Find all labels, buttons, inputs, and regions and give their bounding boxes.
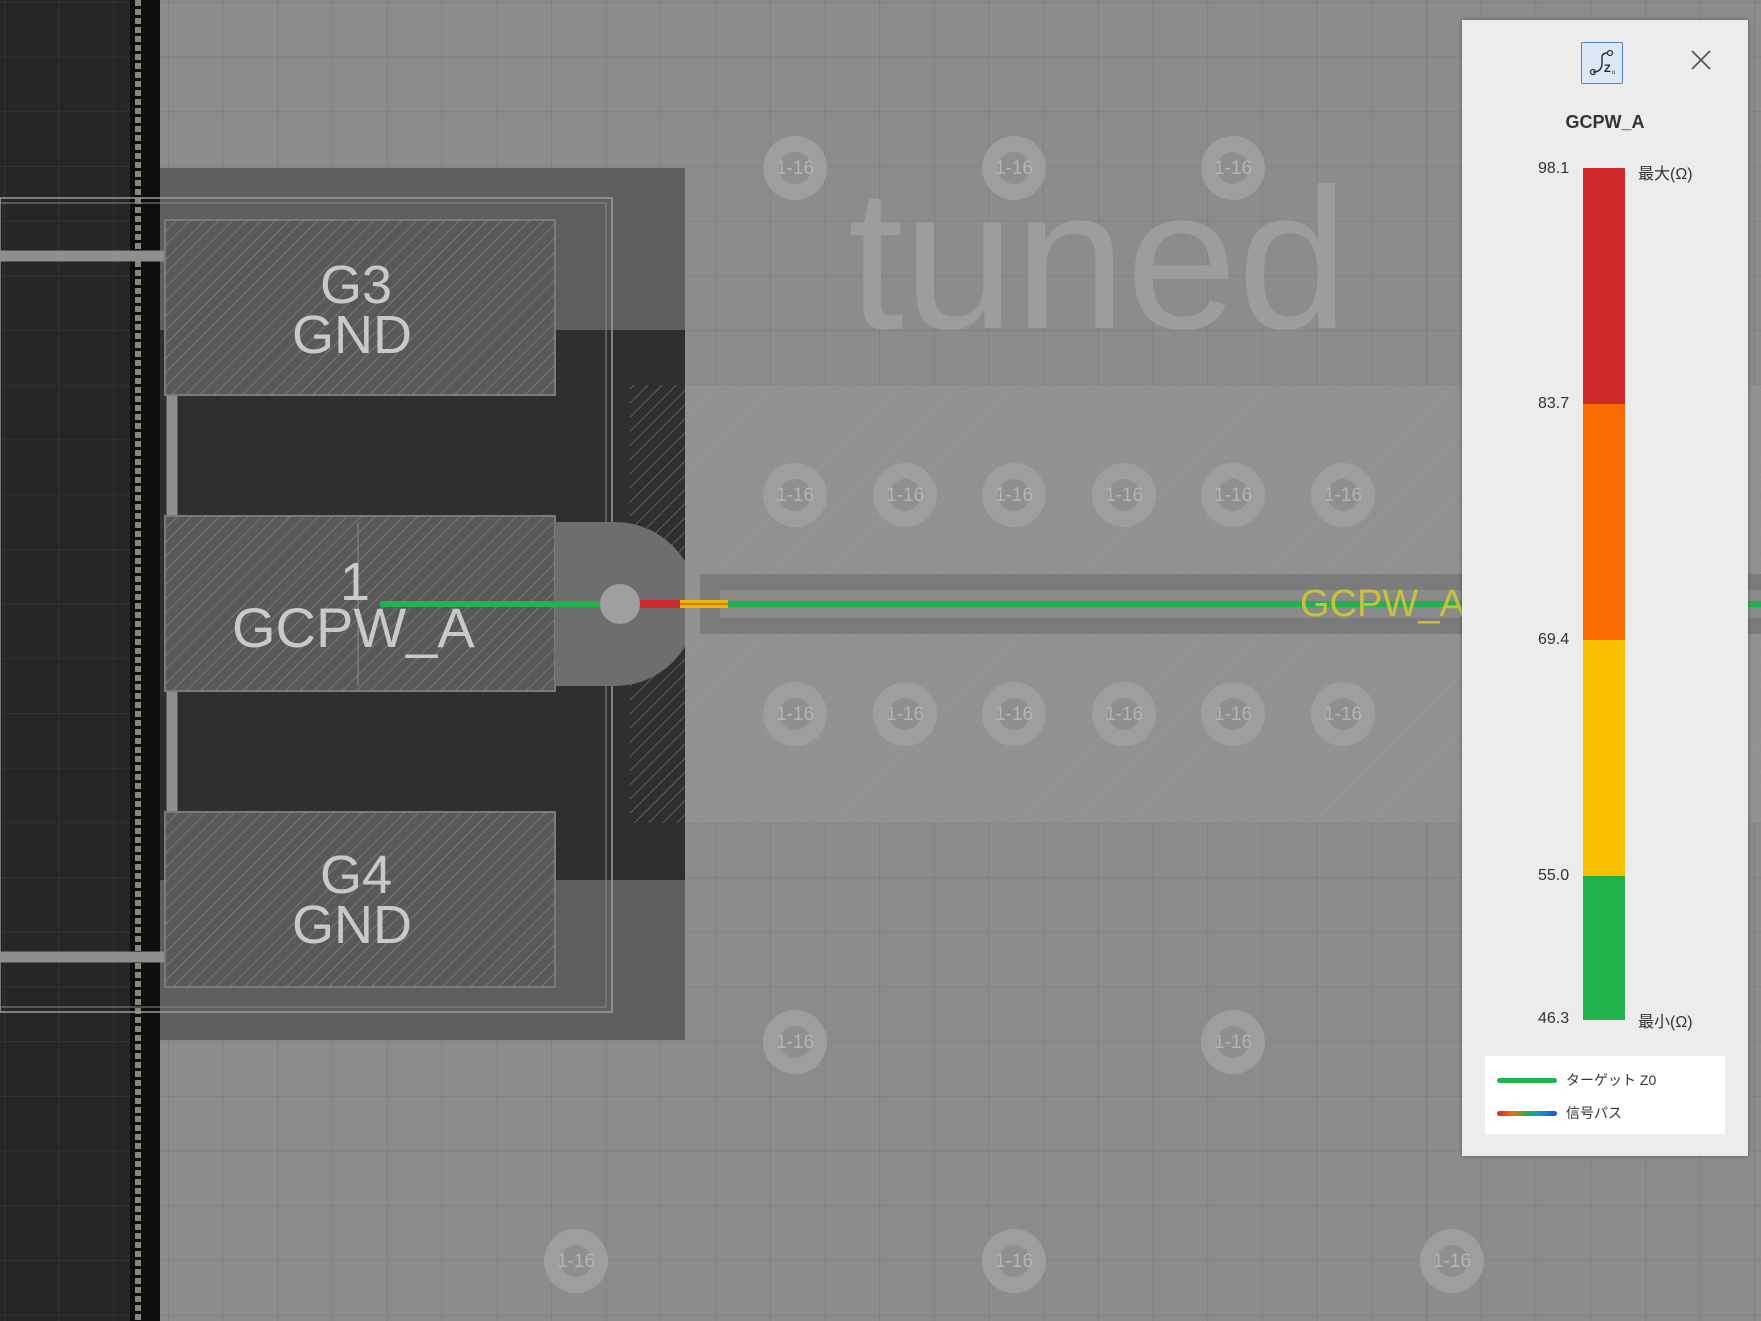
via[interactable]: 1-16 [1420,1229,1484,1293]
trace-net-label: GCPW_A [1300,583,1465,625]
via[interactable]: 1-16 [982,463,1046,527]
scale-tick: 83.7 [1538,395,1570,412]
via-pad [600,584,640,624]
watermark-text: tuned [848,148,1349,371]
via[interactable]: 1-16 [1092,463,1156,527]
pad-net-label: GCPW_A [232,596,475,659]
pad-net-label: GND [292,305,412,365]
close-icon[interactable] [1686,45,1716,75]
via[interactable]: 1-16 [1201,682,1265,746]
via[interactable]: 1-16 [1092,682,1156,746]
panel-title: GCPW_A [1565,112,1645,132]
via[interactable]: 1-16 [982,682,1046,746]
scale-segment-green [1583,876,1625,1020]
via[interactable]: 1-16 [982,136,1046,200]
legend-target-label: ターゲット Z0 [1566,1072,1657,1088]
via[interactable]: 1-16 [763,136,827,200]
scale-max-label: 最大(Ω) [1638,166,1693,183]
via[interactable]: 1-16 [982,1229,1046,1293]
impedance-scale-bar [1583,168,1625,1020]
legend-box: ターゲット Z0 信号パス [1485,1056,1725,1134]
via[interactable]: 1-16 [1311,463,1375,527]
pad-pin-label: G4 [320,845,393,905]
via[interactable]: 1-16 [873,463,937,527]
pad-pin-label: G3 [320,255,393,315]
scale-tick: 55.0 [1538,867,1570,884]
scale-tick: 46.3 [1538,1010,1570,1027]
via[interactable]: 1-16 [544,1229,608,1293]
svg-text:o: o [1612,70,1616,76]
scale-segment-yellow [1583,640,1625,876]
legend-signal-label: 信号パス [1566,1105,1622,1121]
via[interactable]: 1-16 [1201,1010,1265,1074]
legend-signal-swatch [1497,1111,1557,1116]
via[interactable]: 1-16 [873,682,937,746]
legend-target-swatch [1497,1078,1557,1083]
scale-segment-red [1583,168,1625,404]
via[interactable]: 1-16 [1201,463,1265,527]
scale-tick: 98.1 [1538,160,1570,177]
via[interactable]: 1-16 [763,1010,827,1074]
scale-min-label: 最小(Ω) [1638,1014,1693,1031]
via[interactable]: 1-16 [763,463,827,527]
via[interactable]: 1-16 [1311,682,1375,746]
svg-text:Z: Z [1604,63,1611,75]
pad-pin-label: 1 [340,552,371,612]
pad-net-label: GND [292,895,412,955]
impedance-z0-icon[interactable]: Z o [1581,42,1623,84]
via[interactable]: 1-16 [763,682,827,746]
scale-segment-orange [1583,404,1625,640]
via[interactable]: 1-16 [1201,136,1265,200]
impedance-panel: Z o GCPW_A 98.1 83.7 69.4 55.0 46.3 最大(Ω… [1462,20,1748,1156]
scale-tick: 69.4 [1538,631,1570,648]
